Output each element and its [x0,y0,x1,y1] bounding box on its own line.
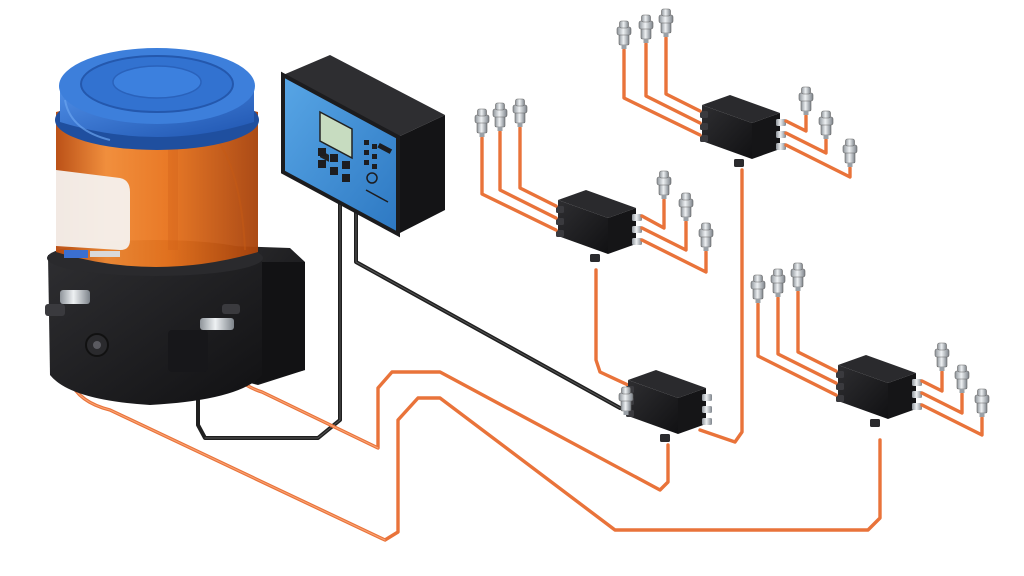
controller-box-icon [281,55,445,238]
control-cable-icon [196,193,622,440]
lubrication-pump-icon [45,48,305,405]
lubrication-tube-icon [480,36,984,437]
